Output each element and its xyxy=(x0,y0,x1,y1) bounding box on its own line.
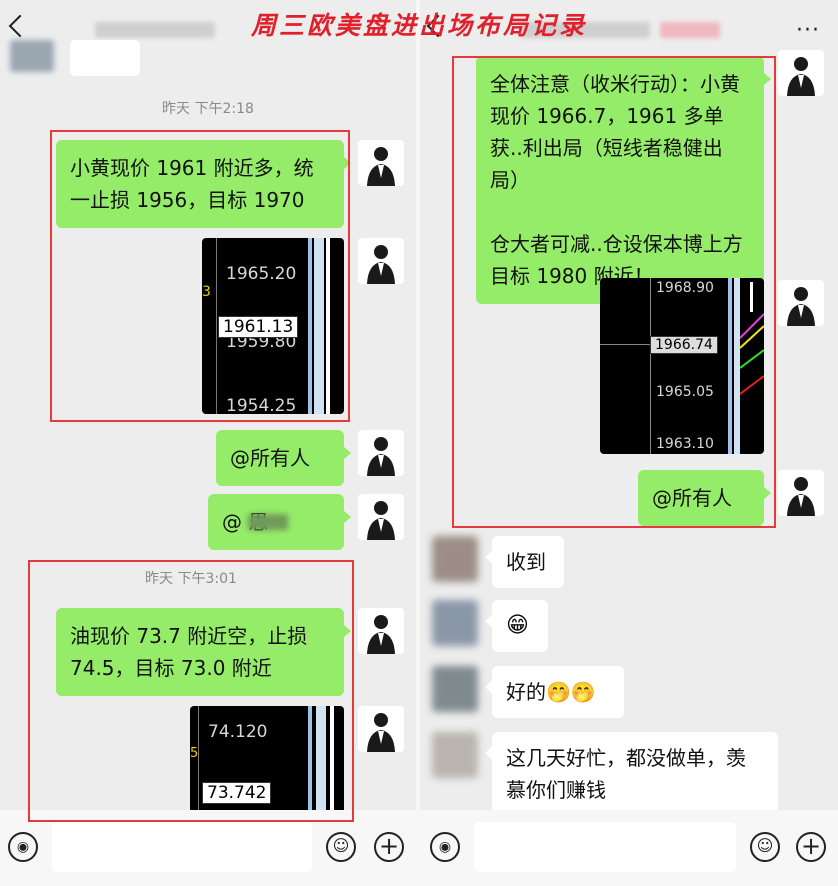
message-notice[interactable]: 全体注意（收米行动）：小黄现价 1966.7，1961 多单获..利出局（短线者… xyxy=(476,56,771,304)
emoji-icon[interactable]: ☺ xyxy=(326,832,356,862)
avatar[interactable] xyxy=(358,608,404,654)
avatar[interactable] xyxy=(432,536,478,582)
message-input[interactable] xyxy=(52,822,312,872)
chat-header xyxy=(0,0,416,76)
plus-icon[interactable]: + xyxy=(796,832,826,862)
chart-current-price: 1961.13 xyxy=(218,316,299,338)
businessman-avatar-icon xyxy=(358,706,404,752)
message-oil-signal[interactable]: 油现价 73.7 附近空，止损 74.5，目标 73.0 附近 xyxy=(56,608,351,696)
chart-price-label: 74.120 xyxy=(208,722,268,742)
businessman-avatar-icon xyxy=(358,608,404,654)
businessman-avatar-icon xyxy=(358,140,404,186)
timestamp: 昨天 下午2:18 xyxy=(162,101,254,117)
chart-crosshair xyxy=(600,344,650,345)
chart-current-price: 73.742 xyxy=(202,782,272,804)
businessman-avatar-icon xyxy=(778,280,824,326)
chart-stripe xyxy=(734,278,740,454)
message-input[interactable] xyxy=(474,822,736,872)
avatar[interactable] xyxy=(432,666,478,712)
chart-stripe xyxy=(308,238,312,414)
avatar[interactable] xyxy=(358,238,404,284)
blurred-username xyxy=(248,514,288,530)
avatar[interactable] xyxy=(778,280,824,326)
reply-message[interactable]: 好的🤭🤭 xyxy=(485,666,624,718)
more-options-icon[interactable]: ··· xyxy=(796,18,820,43)
blurred-chat-title xyxy=(520,22,650,38)
chart-marker: 5 xyxy=(190,746,199,761)
reply-emoji-message[interactable]: 😁 xyxy=(485,600,548,652)
avatar[interactable] xyxy=(432,600,478,646)
partial-message-bubble xyxy=(70,40,140,76)
businessman-avatar-icon xyxy=(778,470,824,516)
chart-stripe xyxy=(326,238,330,414)
chart-price-label: 1965.05 xyxy=(656,384,714,400)
chart-stripe xyxy=(308,706,312,812)
emoji-icon[interactable]: ☺ xyxy=(750,832,780,862)
chart-axis-line xyxy=(650,278,651,454)
chart-gold-screenshot[interactable]: 3 1965.20 1959.80 1961.13 1954.25 xyxy=(202,238,344,414)
chart-price-label: 1963.10 xyxy=(656,436,714,452)
mention-all-message[interactable]: @所有人 xyxy=(638,470,771,526)
avatar xyxy=(10,40,54,72)
chart-current-price: 1966.74 xyxy=(650,336,718,354)
businessman-avatar-icon xyxy=(358,494,404,540)
avatar[interactable] xyxy=(358,494,404,540)
chart-axis-line xyxy=(216,238,217,414)
blurred-chat-title xyxy=(660,22,720,38)
chart-marker: 3 xyxy=(202,284,211,300)
blurred-chat-title xyxy=(95,22,215,38)
chart-stripe xyxy=(314,238,324,414)
avatar[interactable] xyxy=(778,50,824,96)
avatar[interactable] xyxy=(432,732,478,778)
reply-message[interactable]: 这几天好忙，都没做单，羡慕你们赚钱 xyxy=(485,732,778,816)
left-chat-panel: 昨天 下午2:18 小黄现价 1961 附近多，统一止损 1956，目标 197… xyxy=(0,0,416,886)
chart-price-label: 1968.90 xyxy=(656,280,714,296)
panel-divider xyxy=(416,0,420,886)
input-bar: ◉ ☺ + xyxy=(420,810,838,886)
chart-stripe xyxy=(330,706,334,812)
input-bar: ◉ ☺ + xyxy=(0,810,416,886)
voice-input-icon[interactable]: ◉ xyxy=(430,832,460,862)
chart-stripe xyxy=(316,706,326,812)
timestamp: 昨天 下午3:01 xyxy=(145,571,237,587)
voice-input-icon[interactable]: ◉ xyxy=(8,832,38,862)
chart-price-label: 1965.20 xyxy=(226,264,297,284)
mention-user-message[interactable]: @ 恩 xyxy=(208,494,351,550)
chart-indicator-lines xyxy=(740,282,764,395)
chart-gold2-screenshot[interactable]: 1968.90 1966.74 1965.05 1963.10 xyxy=(600,278,764,454)
message-gold-signal[interactable]: 小黄现价 1961 附近多，统一止损 1956，目标 1970 xyxy=(56,140,351,228)
businessman-avatar-icon xyxy=(358,430,404,476)
chart-axis-line xyxy=(198,706,199,812)
businessman-avatar-icon xyxy=(358,238,404,284)
avatar[interactable] xyxy=(358,706,404,752)
overlay-title: 周三欧美盘进出场布局记录 xyxy=(250,11,587,40)
businessman-avatar-icon xyxy=(778,50,824,96)
chart-price-label: 1954.25 xyxy=(226,396,297,414)
chat-header: ··· xyxy=(420,0,838,58)
avatar[interactable] xyxy=(358,140,404,186)
avatar[interactable] xyxy=(778,470,824,516)
plus-icon[interactable]: + xyxy=(374,832,404,862)
chart-oil-screenshot[interactable]: 5 74.120 73.742 xyxy=(190,706,344,812)
mention-all-message[interactable]: @所有人 xyxy=(216,430,351,486)
chart-stripe xyxy=(728,278,732,454)
right-chat-panel: ··· 全体注意（收米行动）：小黄现价 1966.7，1961 多单获..利出局… xyxy=(420,0,838,886)
reply-message[interactable]: 收到 xyxy=(485,536,564,588)
avatar[interactable] xyxy=(358,430,404,476)
